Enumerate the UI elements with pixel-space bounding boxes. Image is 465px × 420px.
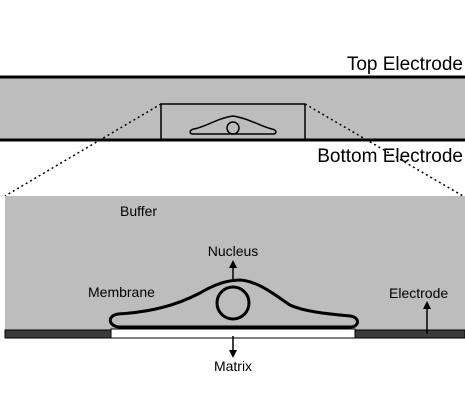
overview-cell-nucleus: [226, 121, 240, 135]
overview-cell-membrane: [189, 115, 277, 135]
cell-nucleus: [215, 285, 251, 321]
bottom-electrode-label: Bottom Electrode: [317, 146, 463, 167]
cell-membrane: [108, 278, 359, 329]
nucleus-label: Nucleus: [208, 243, 259, 259]
top-electrode-label: Top Electrode: [347, 54, 463, 75]
overview-panel: Top Electrode Bottom Electrode: [0, 54, 465, 197]
zoom-line-right: [304, 103, 464, 197]
buffer-label: Buffer: [120, 203, 157, 219]
zoom-line-left: [4, 103, 162, 197]
membrane-label: Membrane: [88, 284, 155, 300]
electrode-label: Electrode: [389, 285, 448, 301]
zoomed-panel: Buffer Nucleus Membrane Electrode Matrix: [4, 196, 465, 374]
zoom-box: [160, 103, 306, 141]
matrix-label: Matrix: [214, 358, 252, 374]
